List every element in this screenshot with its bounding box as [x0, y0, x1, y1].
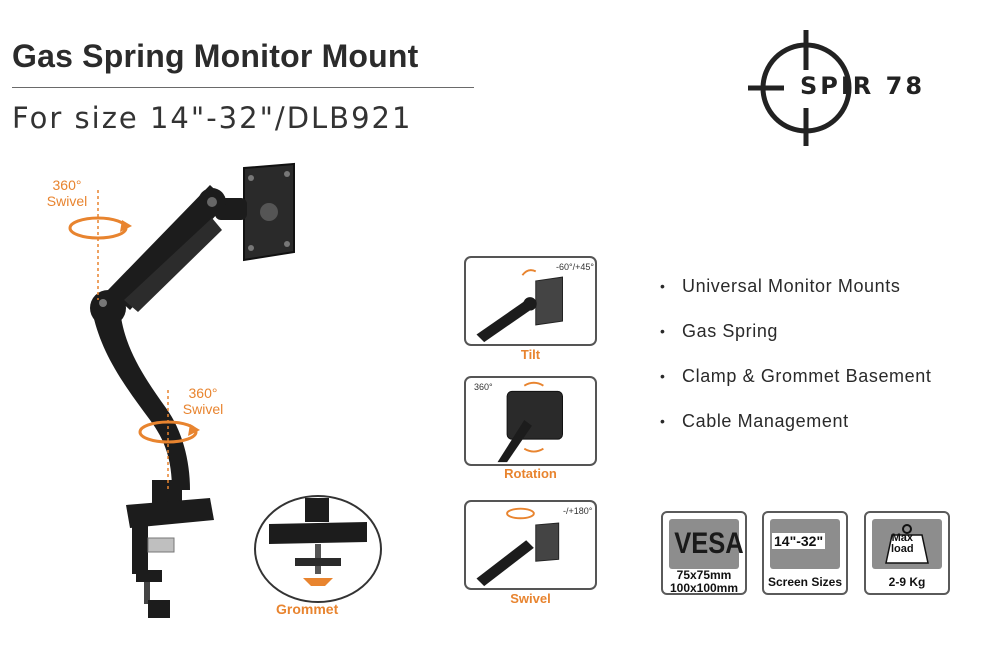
feature-text: Gas Spring	[682, 321, 779, 341]
tilt-caption: Tilt	[520, 347, 541, 362]
top-swivel-word: Swivel	[46, 193, 88, 209]
crosshair-logo-icon	[748, 30, 852, 146]
vesa-word: VESA	[674, 527, 744, 560]
rotation-caption: Rotation	[504, 466, 557, 481]
feature-text: Clamp & Grommet Basement	[682, 366, 932, 386]
weight-icon	[885, 524, 929, 564]
max-load-caption: 2-9 Kg	[888, 575, 926, 589]
vesa-badge: VESA 75x75mm 100x100mm	[661, 511, 747, 595]
mid-swivel-arrow	[138, 390, 200, 490]
mid-swivel-label: 360° Swivel	[176, 385, 230, 417]
rotation-thumbnail	[464, 376, 597, 466]
max-load-line2: load	[891, 543, 914, 555]
mid-swivel-degrees: 360°	[188, 385, 218, 401]
swivel-caption: Swivel	[510, 591, 551, 606]
max-load-word: Max load	[891, 533, 914, 555]
bullet-icon: •	[660, 368, 666, 384]
screen-size-caption: Screen Sizes	[767, 575, 843, 589]
vesa-badge-panel: VESA	[669, 519, 744, 569]
feature-item: • Universal Monitor Mounts	[660, 276, 931, 321]
page-title: Gas Spring Monitor Mount	[12, 38, 419, 74]
feature-text: Universal Monitor Mounts	[682, 276, 901, 296]
screen-size-value: 14"-32"	[772, 533, 826, 549]
feature-text: Cable Management	[682, 411, 849, 431]
bullet-icon: •	[660, 323, 666, 339]
monitor-arm-illustration	[68, 162, 295, 618]
tilt-note: -60°/+45°	[556, 262, 594, 272]
swivel-icon	[476, 507, 560, 587]
bullet-icon: •	[660, 413, 666, 429]
swivel-thumbnail	[464, 500, 597, 590]
feature-item: • Clamp & Grommet Basement	[660, 366, 931, 411]
top-swivel-label: 360° Swivel	[44, 177, 90, 209]
feature-list: • Universal Monitor Mounts • Gas Spring • C…	[660, 276, 931, 456]
max-load-panel: Max load	[872, 519, 942, 569]
max-load-line1: Max	[891, 532, 914, 544]
tilt-thumbnail	[464, 256, 597, 346]
rotation-note: 360°	[474, 382, 493, 392]
feature-item: • Gas Spring	[660, 321, 931, 366]
vesa-line1: 75x75mm	[676, 568, 732, 582]
vesa-line2: 100x100mm	[669, 581, 739, 595]
title-divider	[12, 87, 474, 88]
screen-size-badge: 14"-32" Screen Sizes	[762, 511, 848, 595]
grommet-detail-illustration	[254, 495, 382, 603]
grommet-label: Grommet	[276, 601, 339, 617]
vesa-plate	[243, 162, 295, 262]
mid-swivel-word: Swivel	[182, 401, 224, 417]
bullet-icon: •	[660, 278, 666, 294]
top-swivel-arrow	[68, 190, 132, 300]
swivel-note: -/+180°	[563, 506, 593, 516]
top-swivel-degrees: 360°	[52, 177, 82, 193]
page-subtitle: For size 14"-32"/DLB921	[12, 101, 413, 135]
brand-name: SPIR 78	[800, 72, 926, 100]
rotation-icon	[497, 381, 563, 463]
tilt-icon	[476, 269, 563, 343]
feature-item: • Cable Management	[660, 411, 931, 456]
max-load-badge: Max load 2-9 Kg	[864, 511, 950, 595]
